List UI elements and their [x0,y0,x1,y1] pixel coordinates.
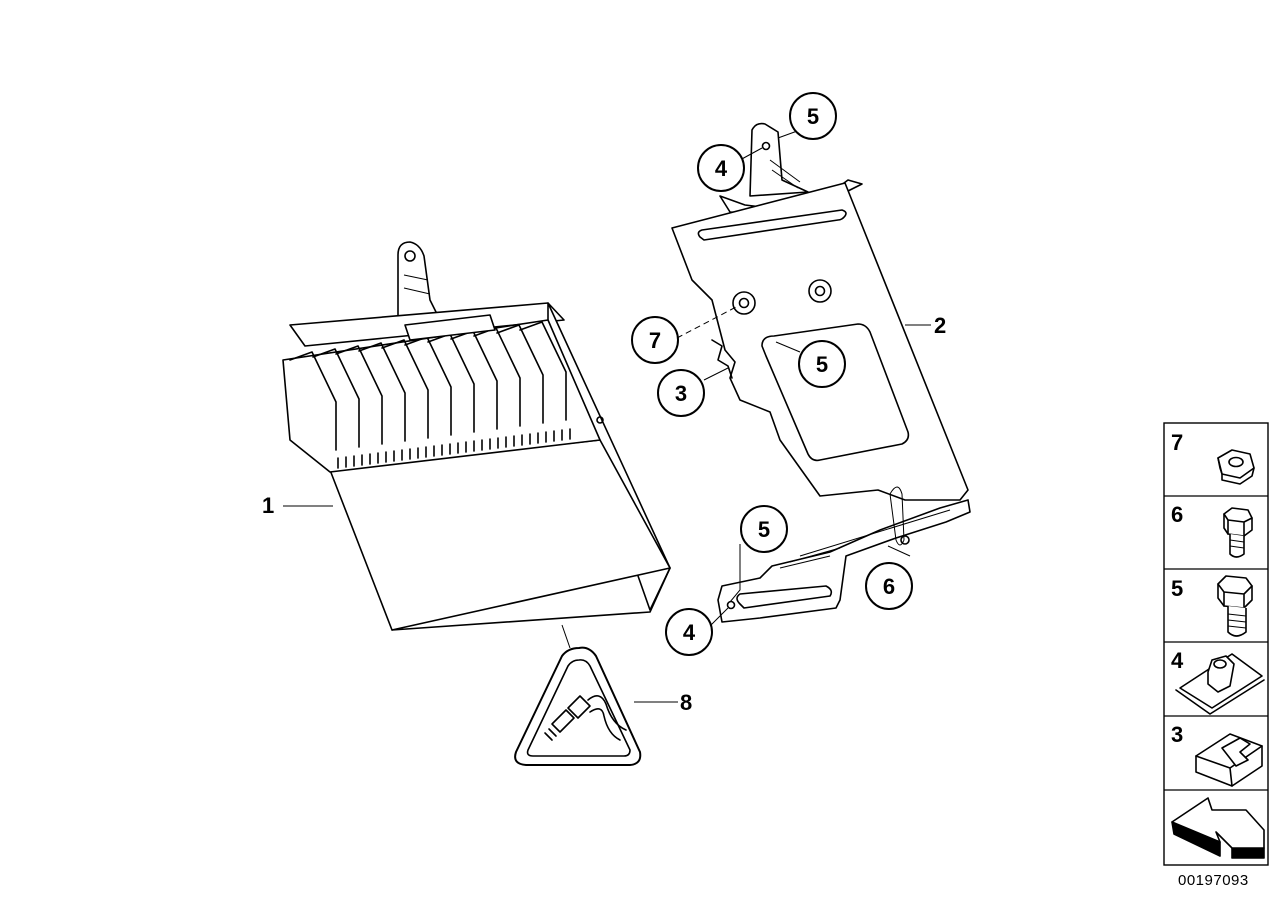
callout-4-bottom: 4 [665,608,713,656]
svg-text:5: 5 [1171,576,1183,601]
callout-5-top: 5 [789,92,837,140]
callout-labels: 1 2 8 5 4 7 5 3 5 6 [262,92,946,715]
callout-2: 2 [934,313,946,338]
fin [519,321,567,421]
fin [473,327,521,427]
callout-5-middle: 5 [798,340,846,388]
callout-4-top: 4 [697,144,745,192]
callout-6: 6 [865,562,913,610]
svg-text:5: 5 [807,104,819,129]
callout-8: 8 [680,690,692,715]
fin [427,333,475,433]
cable-clip-icon [1195,733,1263,787]
svg-text:5: 5 [758,517,770,542]
direction-arrow-icon [1171,797,1265,859]
svg-text:4: 4 [1171,648,1184,673]
fin [358,342,406,442]
fin [404,336,452,436]
plug-icon [544,695,627,741]
legend-row-6: 6 [1171,502,1253,558]
svg-text:4: 4 [683,620,696,645]
svg-text:3: 3 [675,381,687,406]
fin [289,351,337,451]
svg-text:6: 6 [883,574,895,599]
cooling-fins [289,321,567,451]
svg-text:4: 4 [715,156,728,181]
svg-text:3: 3 [1171,722,1183,747]
legend-row-5: 5 [1171,575,1253,637]
short-hex-bolt-icon [1223,507,1253,558]
legend-row-3: 3 [1171,722,1263,787]
leader-lines [283,129,931,703]
callout-3: 3 [657,369,705,417]
svg-text:7: 7 [649,328,661,353]
hex-nut-icon [1217,449,1255,485]
fin [381,339,429,439]
fin [450,330,498,430]
part-number: 00197093 [1178,872,1249,889]
fin [496,324,544,424]
vent-slots [337,428,571,469]
clip-nut-icon [1175,653,1265,715]
legend-row-4: 4 [1171,648,1265,715]
callout-1: 1 [262,493,274,518]
legend-row-7: 7 [1171,430,1255,485]
plug-warning-label [514,646,642,766]
legend-panel: 7 6 5 4 [1163,422,1269,866]
callout-7: 7 [631,316,679,364]
svg-text:7: 7 [1171,430,1183,455]
svg-text:6: 6 [1171,502,1183,527]
fin [335,345,383,445]
svg-text:5: 5 [816,352,828,377]
amplifier-unit [282,241,671,631]
hex-bolt-icon [1217,575,1253,637]
callout-5-bottom: 5 [740,505,788,553]
fin [312,348,360,448]
